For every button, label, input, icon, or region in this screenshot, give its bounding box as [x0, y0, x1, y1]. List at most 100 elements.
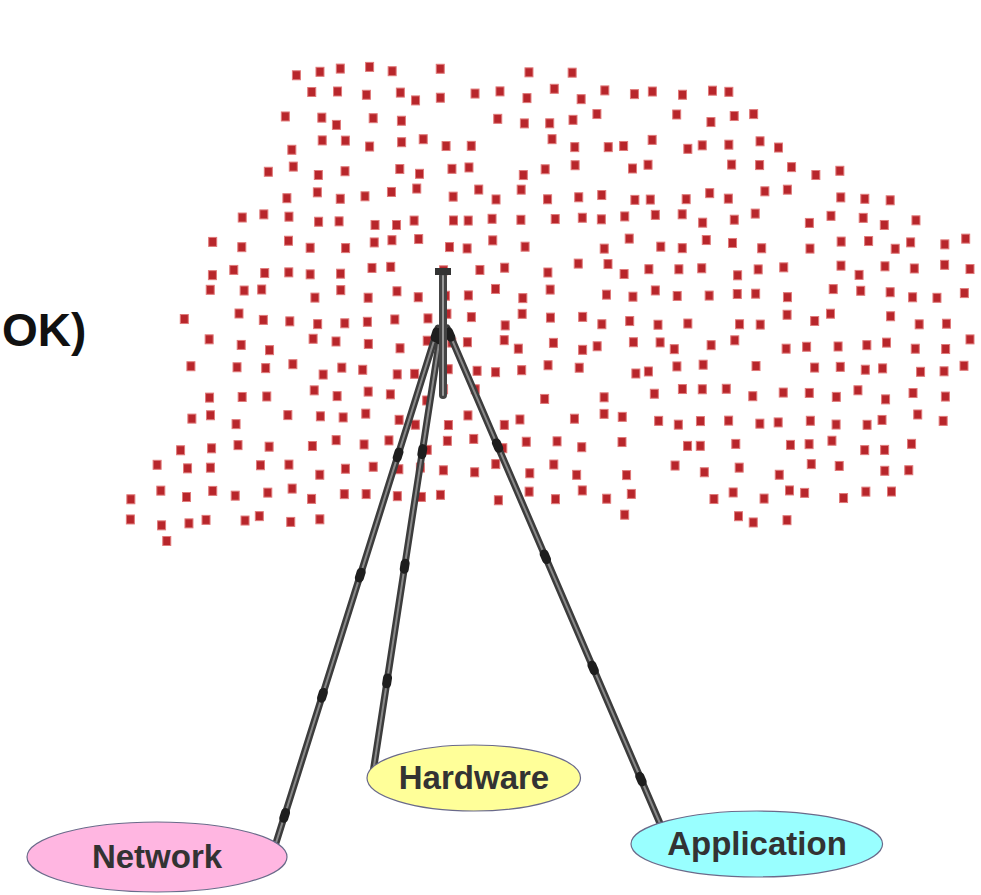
- device-square: [859, 213, 867, 222]
- device-square: [522, 437, 530, 446]
- device-square: [863, 341, 871, 350]
- device-square: [206, 463, 214, 472]
- device-square: [364, 339, 372, 348]
- device-square: [941, 240, 949, 249]
- device-square: [960, 361, 968, 370]
- device-square: [261, 269, 269, 278]
- device-square: [316, 470, 324, 479]
- ellipse-shape: [27, 822, 287, 892]
- device-square: [752, 289, 760, 298]
- device-square: [786, 486, 794, 495]
- device-square: [473, 366, 481, 375]
- device-square: [415, 235, 423, 244]
- device-square: [436, 490, 444, 499]
- tripod-leg-highlight: [372, 330, 441, 779]
- device-square: [311, 293, 319, 302]
- device-square: [733, 290, 741, 299]
- device-square: [526, 469, 534, 478]
- device-square: [180, 315, 188, 324]
- device-square: [316, 515, 324, 524]
- device-square: [446, 243, 454, 252]
- device-square: [341, 167, 349, 176]
- device-square: [625, 234, 633, 243]
- device-square: [496, 87, 504, 96]
- device-square: [966, 265, 974, 274]
- device-square: [880, 220, 888, 229]
- device-square: [837, 193, 845, 202]
- device-square: [338, 363, 346, 372]
- device-square: [620, 269, 628, 278]
- device-square: [306, 270, 314, 279]
- device-square: [341, 136, 349, 145]
- device-square: [514, 344, 522, 353]
- partial-title: OK): [2, 305, 86, 356]
- device-square: [883, 338, 891, 347]
- device-square: [598, 191, 606, 200]
- device-square: [626, 317, 634, 326]
- device-square: [749, 392, 757, 401]
- device-square: [730, 215, 738, 224]
- device-square: [602, 290, 610, 299]
- device-square: [651, 210, 659, 219]
- device-square: [475, 185, 483, 194]
- device-square: [206, 285, 214, 294]
- device-square: [908, 439, 916, 448]
- device-square: [313, 188, 321, 197]
- device-square: [730, 112, 738, 121]
- device-square: [623, 471, 631, 480]
- device-square: [464, 291, 472, 300]
- leg-joint: [372, 330, 441, 779]
- node-label: Hardware: [399, 760, 549, 796]
- device-square: [549, 338, 557, 347]
- device-square: [316, 412, 324, 421]
- device-square: [673, 362, 681, 371]
- device-square: [464, 411, 472, 420]
- device-square: [285, 460, 293, 469]
- device-square: [593, 110, 601, 119]
- device-square: [702, 236, 710, 245]
- device-square: [500, 420, 508, 429]
- device-square: [363, 317, 371, 326]
- device-square: [396, 165, 404, 174]
- device-square: [886, 288, 894, 297]
- device-square: [260, 210, 268, 219]
- device-square: [366, 142, 374, 151]
- device-square: [699, 360, 707, 369]
- device-square: [736, 320, 744, 329]
- device-square: [393, 287, 401, 296]
- device-square: [316, 67, 324, 76]
- device-square: [202, 515, 210, 524]
- device-square: [837, 237, 845, 246]
- device-square: [907, 238, 915, 247]
- device-square: [882, 395, 890, 404]
- device-square: [366, 62, 374, 71]
- node-label: Application: [667, 826, 847, 862]
- device-square: [238, 392, 246, 401]
- device-square: [334, 87, 342, 96]
- device-square: [126, 515, 134, 524]
- device-square: [725, 416, 733, 425]
- device-square: [644, 367, 652, 376]
- device-square: [942, 319, 950, 328]
- device-square: [449, 216, 457, 225]
- device-square: [917, 367, 925, 376]
- device-square: [544, 361, 552, 370]
- device-square: [546, 313, 554, 322]
- device-square: [467, 313, 475, 322]
- device-square: [758, 244, 766, 253]
- device-square: [523, 94, 531, 103]
- device-square: [288, 484, 296, 493]
- device-square: [674, 420, 682, 429]
- device-square: [861, 194, 869, 203]
- device-square: [909, 293, 917, 302]
- device-square: [774, 418, 782, 427]
- device-square: [600, 393, 608, 402]
- device-square: [618, 438, 626, 447]
- device-square: [940, 367, 948, 376]
- device-square: [471, 468, 479, 477]
- device-square: [601, 86, 609, 95]
- device-square: [862, 487, 870, 496]
- node-label: Network: [92, 839, 222, 875]
- device-square: [574, 259, 582, 268]
- device-square: [780, 263, 788, 272]
